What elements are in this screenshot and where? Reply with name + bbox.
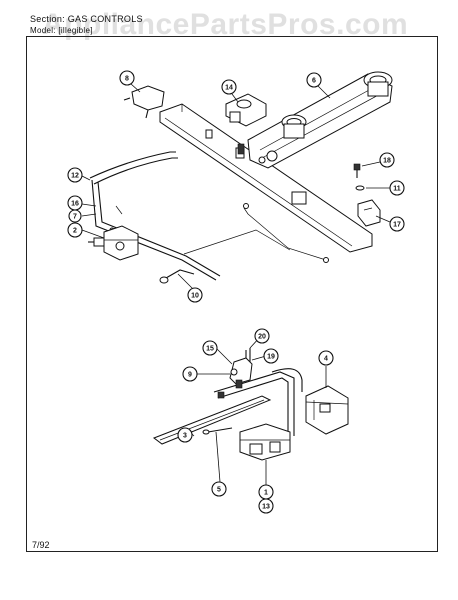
- section-title: Section: GAS CONTROLS: [30, 14, 143, 24]
- svg-text:3: 3: [183, 433, 187, 440]
- svg-text:2: 2: [73, 228, 77, 235]
- tube-clip: [159, 269, 195, 284]
- callout-12: 12: [67, 167, 83, 183]
- callout-15: 15: [202, 340, 218, 356]
- revision-date: 7/92: [32, 540, 50, 550]
- callout-2: 2: [67, 222, 83, 238]
- callout-3: 3: [177, 427, 193, 443]
- callout-1: 1: [258, 484, 274, 500]
- callout-11: 11: [389, 180, 405, 196]
- callout-19: 19: [263, 348, 279, 364]
- safety-valve-assembly: [152, 348, 303, 461]
- callout-7: 7: [68, 209, 82, 223]
- thermocouple-wire: [183, 203, 329, 263]
- burner-valve-tube: [237, 71, 393, 169]
- callout-8: 8: [119, 70, 135, 86]
- callout-13: 13: [258, 498, 274, 514]
- svg-text:12: 12: [71, 173, 79, 180]
- callout-14: 14: [221, 79, 237, 95]
- svg-text:20: 20: [258, 334, 266, 341]
- small-hardware: [353, 163, 381, 227]
- oven-thermostat-valve: [88, 225, 139, 261]
- svg-text:6: 6: [312, 78, 316, 85]
- callout-4: 4: [318, 350, 334, 366]
- svg-text:19: 19: [267, 354, 275, 361]
- svg-text:14: 14: [225, 85, 233, 92]
- svg-text:7: 7: [73, 214, 77, 221]
- svg-text:5: 5: [217, 487, 221, 494]
- svg-text:11: 11: [393, 186, 401, 193]
- callout-10: 10: [187, 287, 203, 303]
- svg-text:1: 1: [264, 490, 268, 497]
- svg-text:17: 17: [393, 222, 401, 229]
- pressure-regulator: [225, 93, 267, 127]
- svg-text:15: 15: [206, 346, 214, 353]
- callout-5: 5: [211, 481, 227, 497]
- callout-16: 16: [67, 195, 83, 211]
- svg-text:13: 13: [262, 504, 270, 511]
- callout-9: 9: [182, 366, 198, 382]
- model-line: Model: [illegible]: [30, 26, 93, 35]
- callout-6: 6: [306, 72, 322, 88]
- valve-bracket: [123, 85, 165, 119]
- gas-tube: [89, 151, 221, 281]
- svg-text:18: 18: [383, 158, 391, 165]
- svg-text:4: 4: [324, 356, 328, 363]
- mounting-bracket: [305, 385, 349, 435]
- callout-20: 20: [254, 328, 270, 344]
- svg-text:10: 10: [191, 293, 199, 300]
- svg-text:8: 8: [125, 76, 129, 83]
- svg-text:9: 9: [188, 372, 192, 379]
- svg-text:16: 16: [71, 201, 79, 208]
- callout-18: 18: [379, 152, 395, 168]
- callout-17: 17: [389, 216, 405, 232]
- diagram-frame: [26, 36, 438, 552]
